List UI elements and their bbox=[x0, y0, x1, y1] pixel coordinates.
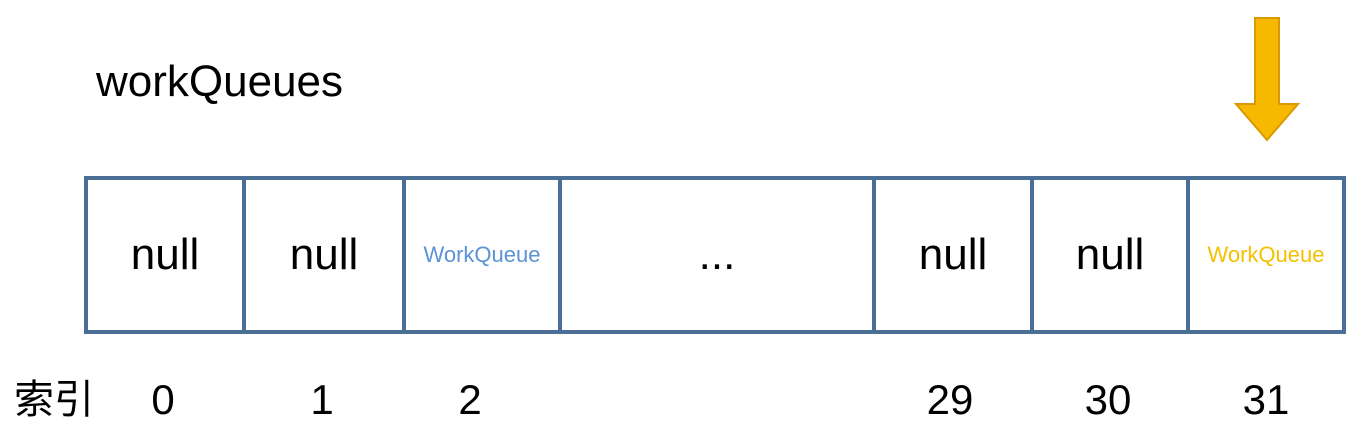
index-label: 索引 bbox=[14, 377, 94, 423]
cell-value: null bbox=[1075, 230, 1145, 279]
cell-value-workqueue: WorkQueue bbox=[423, 242, 541, 267]
diagram-title: workQueues bbox=[96, 57, 344, 106]
index-number: 31 bbox=[1242, 376, 1290, 423]
index-number: 2 bbox=[458, 376, 482, 423]
cell-value-workqueue-highlighted: WorkQueue bbox=[1207, 242, 1325, 267]
index-number: 0 bbox=[151, 376, 175, 423]
cell-value: null bbox=[918, 230, 988, 279]
array-cell: null bbox=[1034, 180, 1190, 330]
array-cell: null bbox=[88, 180, 246, 330]
array-cell-ellipsis: ... bbox=[562, 180, 876, 330]
cell-value: ... bbox=[698, 230, 736, 279]
array-cell: WorkQueue bbox=[1190, 180, 1342, 330]
array-cell: WorkQueue bbox=[406, 180, 562, 330]
work-queues-array: null null WorkQueue ... null null WorkQu… bbox=[84, 176, 1346, 334]
index-number: 29 bbox=[926, 376, 974, 423]
index-number: 30 bbox=[1084, 376, 1132, 423]
arrow-shape bbox=[1234, 17, 1300, 142]
cell-value: null bbox=[289, 230, 359, 279]
arrow-down-icon bbox=[1234, 17, 1300, 142]
cell-value: null bbox=[130, 230, 200, 279]
array-cell: null bbox=[246, 180, 406, 330]
array-cell: null bbox=[876, 180, 1034, 330]
index-number: 1 bbox=[310, 376, 334, 423]
